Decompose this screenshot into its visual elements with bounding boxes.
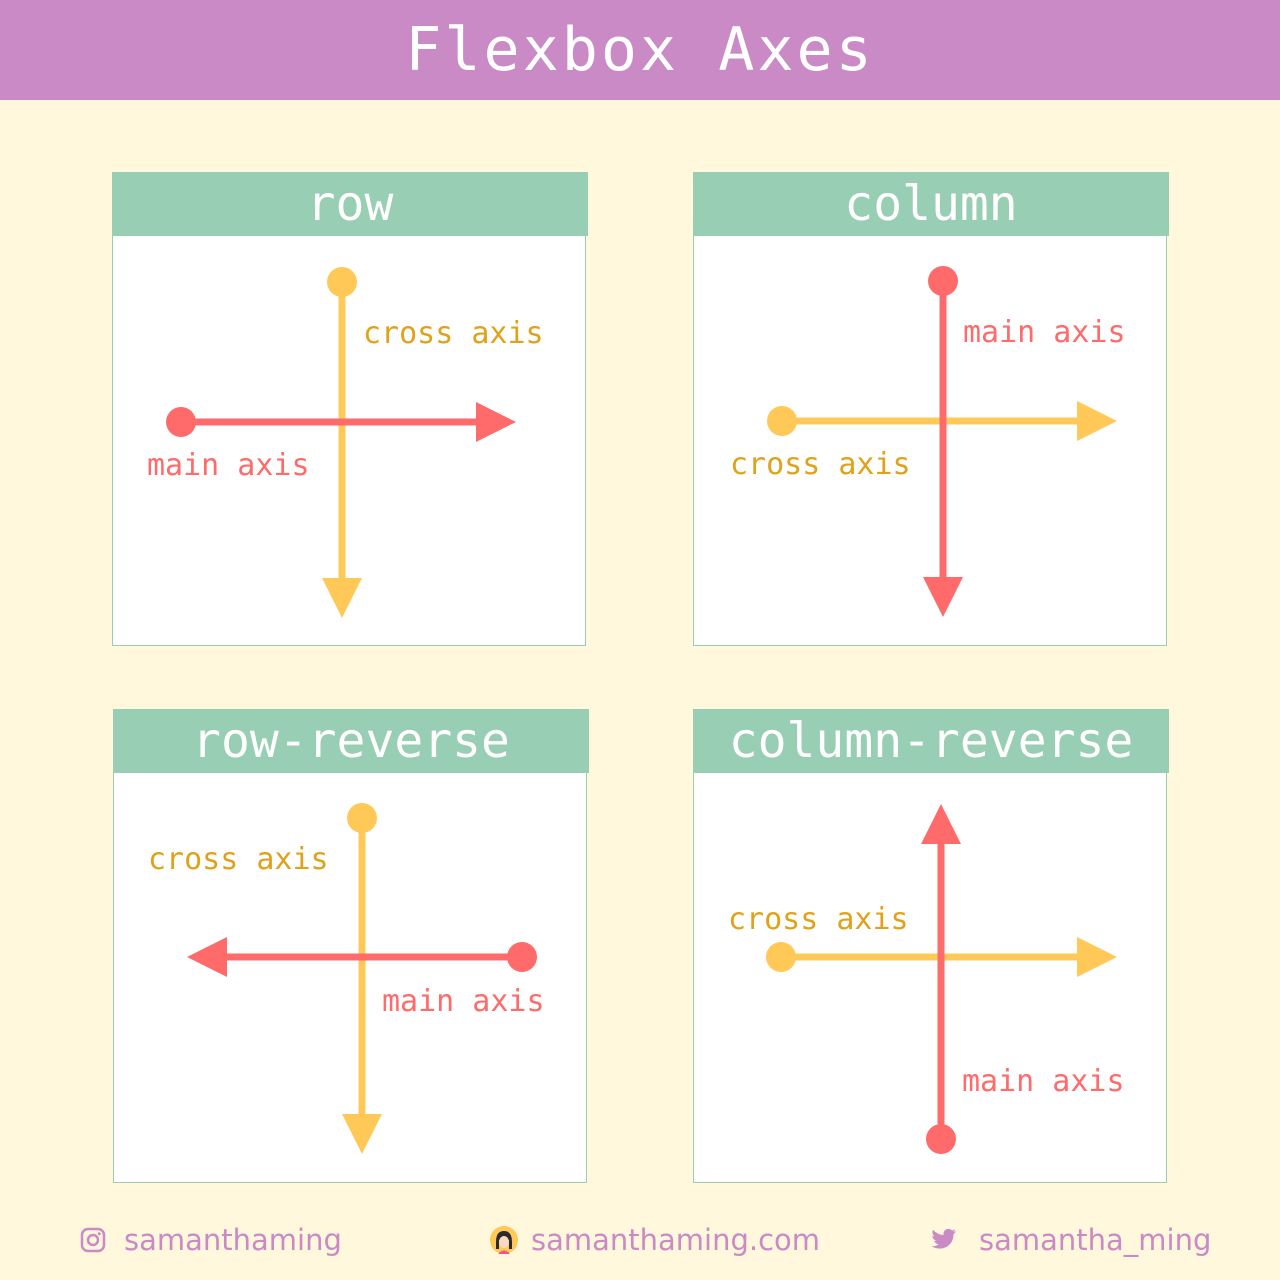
cross-axis-arrowhead	[342, 1114, 382, 1154]
main-axis-arrowhead	[476, 402, 516, 442]
panel-column-reverse: column-reverse cross axis main axis	[693, 709, 1169, 1183]
main-axis-arrowhead	[921, 804, 961, 844]
cross-axis-start-dot	[327, 267, 357, 297]
panel-header: row	[112, 172, 588, 236]
footer-twitter[interactable]: samantha_ming	[929, 1210, 1211, 1270]
panel-title-column: column	[844, 176, 1018, 232]
cross-axis-label: cross axis	[148, 842, 329, 877]
cross-axis-arrowhead	[1077, 937, 1117, 977]
footer: samanthaming samanthaming.com samantha_m…	[0, 1210, 1280, 1270]
cross-axis-label: cross axis	[728, 902, 909, 937]
instagram-handle[interactable]: samanthaming	[124, 1223, 342, 1257]
main-axis-label: main axis	[382, 984, 545, 1019]
panel-title-row: row	[306, 176, 394, 232]
column-axes-diagram: main axis cross axis	[730, 266, 1126, 617]
panel-header: row-reverse	[113, 709, 589, 773]
twitter-handle[interactable]: samantha_ming	[979, 1223, 1212, 1257]
footer-website[interactable]: samanthaming.com	[489, 1210, 820, 1270]
panel-column: column main axis cross axis	[693, 172, 1169, 646]
panel-header: column	[693, 172, 1169, 236]
row-axes-diagram: cross axis main axis	[147, 267, 544, 618]
cross-axis-start-dot	[767, 406, 797, 436]
footer-instagram[interactable]: samanthaming	[80, 1210, 342, 1270]
main-axis-start-dot	[507, 942, 537, 972]
panel-row-reverse: row-reverse cross axis main axis	[113, 709, 589, 1183]
panel-header: column-reverse	[693, 709, 1169, 773]
main-axis-label: main axis	[147, 448, 310, 483]
main-axis-arrowhead	[187, 937, 227, 977]
row-reverse-axes-diagram: cross axis main axis	[148, 803, 545, 1154]
main-axis-start-dot	[926, 1124, 956, 1154]
main-axis-label: main axis	[962, 1064, 1125, 1099]
panel-title-column-reverse: column-reverse	[728, 713, 1134, 769]
avatar-icon	[490, 1226, 518, 1254]
panel-title-row-reverse: row-reverse	[192, 713, 510, 769]
header-bar: Flexbox Axes	[0, 0, 1280, 100]
panel-row: row cross axis main axis	[112, 172, 588, 646]
main-axis-arrowhead	[923, 577, 963, 617]
cross-axis-label: cross axis	[363, 316, 544, 351]
website-url[interactable]: samanthaming.com	[531, 1223, 821, 1257]
cross-axis-arrowhead	[1077, 401, 1117, 441]
cross-axis-start-dot	[347, 803, 377, 833]
main-axis-start-dot	[166, 407, 196, 437]
column-reverse-axes-diagram: cross axis main axis	[728, 804, 1125, 1154]
cross-axis-arrowhead	[322, 578, 362, 618]
cross-axis-label: cross axis	[730, 447, 911, 482]
cross-axis-start-dot	[766, 942, 796, 972]
twitter-icon	[931, 1228, 956, 1249]
page-title: Flexbox Axes	[405, 15, 875, 85]
main-axis-label: main axis	[963, 315, 1126, 350]
main-axis-start-dot	[928, 266, 958, 296]
instagram-icon	[80, 1227, 106, 1253]
